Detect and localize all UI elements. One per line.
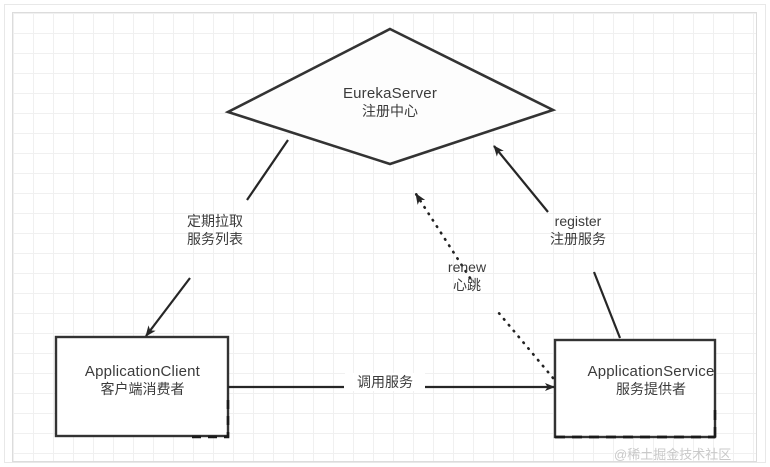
eureka-server-title: EurekaServer — [342, 85, 438, 102]
application-service-title: ApplicationService — [587, 363, 715, 380]
edge-register-label: register 注册服务 — [528, 212, 628, 248]
edge-pull-label: 定期拉取 服务列表 — [160, 212, 270, 248]
edge-renew-label: renew 心跳 — [434, 258, 500, 294]
application-client-title: ApplicationClient — [84, 363, 201, 380]
application-client-subtitle: 客户端消费者 — [100, 381, 185, 398]
edge-register-line-lower[interactable] — [592, 271, 622, 339]
edge-renew-label-line1: renew — [447, 259, 487, 275]
eureka-server-shape[interactable] — [224, 27, 557, 166]
edge-pull-label-line2: 服务列表 — [187, 231, 243, 248]
edge-renew-line-lower[interactable] — [496, 310, 555, 380]
application-service-subtitle: 服务提供者 — [616, 381, 686, 398]
watermark: @稀土掘金技术社区 — [614, 447, 732, 462]
edge-register-label-line1: register — [554, 213, 602, 229]
edge-register-line-upper[interactable] — [493, 145, 549, 213]
application-client-label: ApplicationClient 客户端消费者 — [55, 362, 230, 399]
eureka-server-subtitle: 注册中心 — [362, 103, 418, 120]
edge-renew-line-upper[interactable] — [414, 192, 472, 280]
application-service-label: ApplicationService 服务提供者 — [556, 362, 746, 399]
eureka-server-label: EurekaServer 注册中心 — [300, 84, 480, 121]
edge-renew-label-line2: 心跳 — [453, 277, 481, 294]
application-service-box[interactable] — [553, 338, 717, 439]
edge-pull-line-arrow[interactable] — [145, 277, 191, 337]
application-client-selection-handle — [190, 400, 230, 439]
edge-register-label-line2: 注册服务 — [550, 231, 606, 248]
application-client-box[interactable] — [54, 335, 230, 438]
edge-pull-label-line1: 定期拉取 — [187, 213, 243, 229]
edge-pull-line[interactable] — [246, 139, 289, 201]
edge-invoke-label: 调用服务 — [345, 373, 425, 392]
